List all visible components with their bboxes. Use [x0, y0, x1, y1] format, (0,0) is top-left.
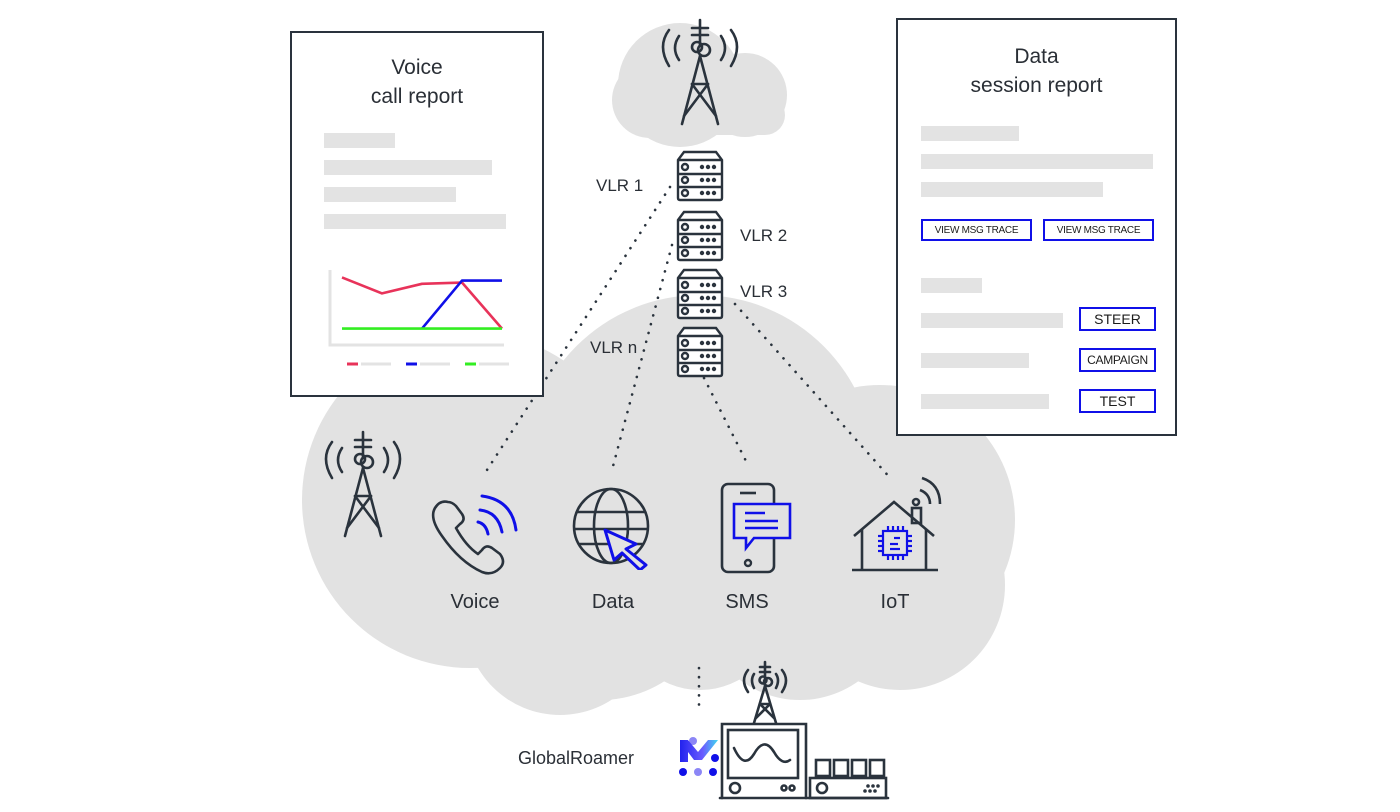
globalroamer-probe-equipment-icon — [718, 660, 890, 800]
vlr-2-label: VLR 2 — [740, 226, 788, 245]
placeholder-text-line — [921, 126, 1019, 141]
globe-cursor-icon — [572, 487, 650, 570]
placeholder-text-line — [921, 394, 1049, 409]
vlr-n-label: VLR n — [590, 338, 638, 357]
vlr-1-label: VLR 1 — [596, 176, 644, 195]
placeholder-text-line — [921, 154, 1153, 169]
placeholder-text-line — [324, 214, 506, 229]
globalroamer-label: GlobalRoamer — [518, 748, 635, 768]
data-report-title-line2: session report — [970, 74, 1103, 97]
vlr-server-icon — [676, 210, 724, 262]
placeholder-text-line — [324, 187, 456, 202]
phone-icon — [431, 494, 518, 575]
placeholder-text-line — [921, 278, 982, 293]
campaign-button[interactable]: CAMPAIGN — [1079, 348, 1156, 372]
voice-report-title-line2: call report — [370, 85, 464, 108]
placeholder-text-line — [324, 133, 395, 148]
placeholder-text-line — [921, 353, 1029, 368]
connector-vlr1-voice — [485, 185, 672, 472]
view-msg-trace-button-2[interactable]: VIEW MSG TRACE — [1043, 219, 1154, 241]
vlr-server-icon — [676, 326, 724, 378]
globalroamer-logo-icon — [679, 737, 719, 776]
connector-vlr3-iot — [733, 302, 894, 482]
chart-series-red — [341, 276, 503, 330]
placeholder-text-line — [921, 182, 1103, 197]
service-label-data: Data — [591, 591, 635, 613]
chart-series-blue — [421, 279, 502, 330]
vlr-server-icon — [676, 268, 724, 320]
data-report-title-line1: Data — [1014, 45, 1059, 68]
data-session-report-card: Data session report VIEW MSG TRACE VIEW … — [896, 18, 1177, 436]
chart-axes — [328, 270, 504, 347]
vlr-server-icon — [676, 150, 724, 202]
upper-cloud — [612, 23, 787, 147]
placeholder-text-line — [324, 160, 492, 175]
voice-call-report-card: Voice call report — [290, 31, 544, 397]
voice-report-line-chart — [328, 270, 509, 366]
service-label-sms: SMS — [725, 591, 769, 613]
view-msg-trace-button-1[interactable]: VIEW MSG TRACE — [921, 219, 1032, 241]
main-cloud — [302, 295, 1015, 715]
vlr-3-label: VLR 3 — [740, 282, 788, 301]
test-button[interactable]: TEST — [1079, 389, 1156, 413]
voice-report-title-line1: Voice — [391, 56, 443, 79]
cell-tower-icon — [661, 18, 739, 126]
smart-home-chip-icon — [852, 476, 942, 572]
placeholder-text-line — [921, 313, 1063, 328]
service-label-iot: IoT — [880, 591, 910, 613]
service-label-voice: Voice — [450, 591, 500, 613]
cell-tower-icon — [324, 430, 402, 538]
smartphone-message-icon — [720, 482, 792, 574]
dotted-connectors — [485, 185, 894, 714]
steer-button[interactable]: STEER — [1079, 307, 1156, 331]
